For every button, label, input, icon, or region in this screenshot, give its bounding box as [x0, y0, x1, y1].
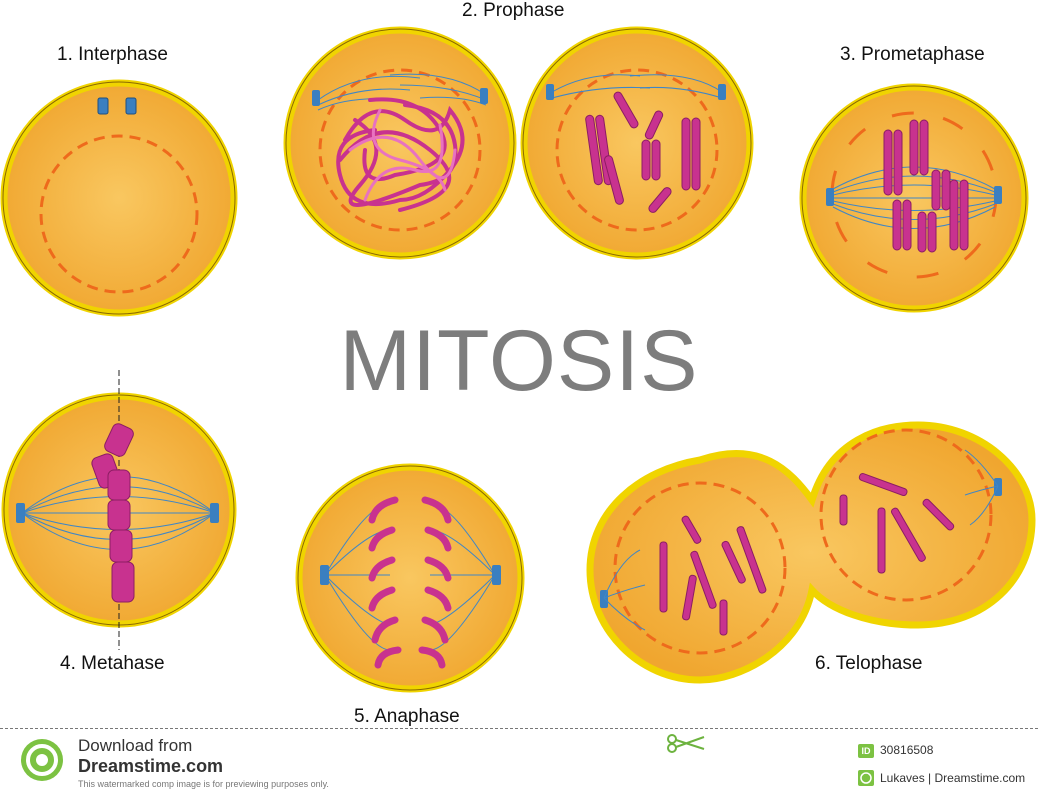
centriole: [320, 565, 329, 585]
author-credit: Lukaves | Dreamstime.com: [880, 771, 1026, 785]
chromosomes-left: [659, 515, 767, 636]
nuclear-envelope: [39, 134, 199, 294]
footer-disclaimer: This watermarked comp image is for previ…: [78, 779, 329, 789]
centriole: [546, 84, 554, 100]
cell-prophase-late: [520, 26, 754, 260]
stage-label-telophase: 6. Telophase: [815, 653, 923, 674]
nuclear-envelope-left: [613, 481, 787, 655]
footer-download-from: Download from: [78, 736, 193, 755]
stage-label-metaphase: 4. Metahase: [60, 653, 165, 674]
cell-metaphase: [1, 370, 237, 650]
cell-telophase: [586, 421, 1036, 684]
chromosomes: [883, 119, 969, 253]
id-badge: ID: [858, 744, 874, 758]
centriole: [718, 84, 726, 100]
watermark-footer: [0, 728, 1038, 800]
centriole-pair: [97, 97, 137, 115]
centriole: [480, 88, 488, 104]
image-id: 30816508: [880, 743, 934, 757]
cell-prometaphase: [799, 83, 1029, 313]
centriole: [994, 186, 1002, 204]
cell-prophase-early: [283, 26, 517, 260]
centriole: [312, 90, 320, 106]
chromosomes: [585, 91, 701, 213]
footer-site-name[interactable]: Dreamstime.com: [78, 756, 224, 776]
chromatids-separating: [368, 496, 452, 669]
mitosis-diagram: [0, 26, 1036, 693]
centriole: [210, 503, 219, 523]
chromosomes-aligned: [91, 423, 135, 603]
scissors-icon: [667, 734, 705, 753]
stage-label-prophase: 2. Prophase: [462, 0, 565, 21]
stage-label-prometaphase: 3. Prometaphase: [840, 44, 985, 65]
dreamstime-logo-icon: [21, 739, 63, 781]
nuclear-envelope: [318, 68, 482, 232]
centriole: [16, 503, 25, 523]
centriole: [492, 565, 501, 585]
copyright-icon: [858, 770, 874, 786]
nuclear-envelope: [555, 68, 719, 232]
footer-divider: [0, 728, 1038, 729]
chromosomes-right: [839, 473, 955, 574]
cell-anaphase: [295, 463, 525, 693]
stage-label-interphase: 1. Interphase: [57, 44, 168, 65]
cell-interphase: [0, 79, 238, 317]
centriole: [826, 188, 834, 206]
stage-label-anaphase: 5. Anaphase: [354, 706, 460, 727]
nuclear-envelope-right: [819, 428, 993, 602]
page-title: MITOSIS: [339, 313, 699, 409]
